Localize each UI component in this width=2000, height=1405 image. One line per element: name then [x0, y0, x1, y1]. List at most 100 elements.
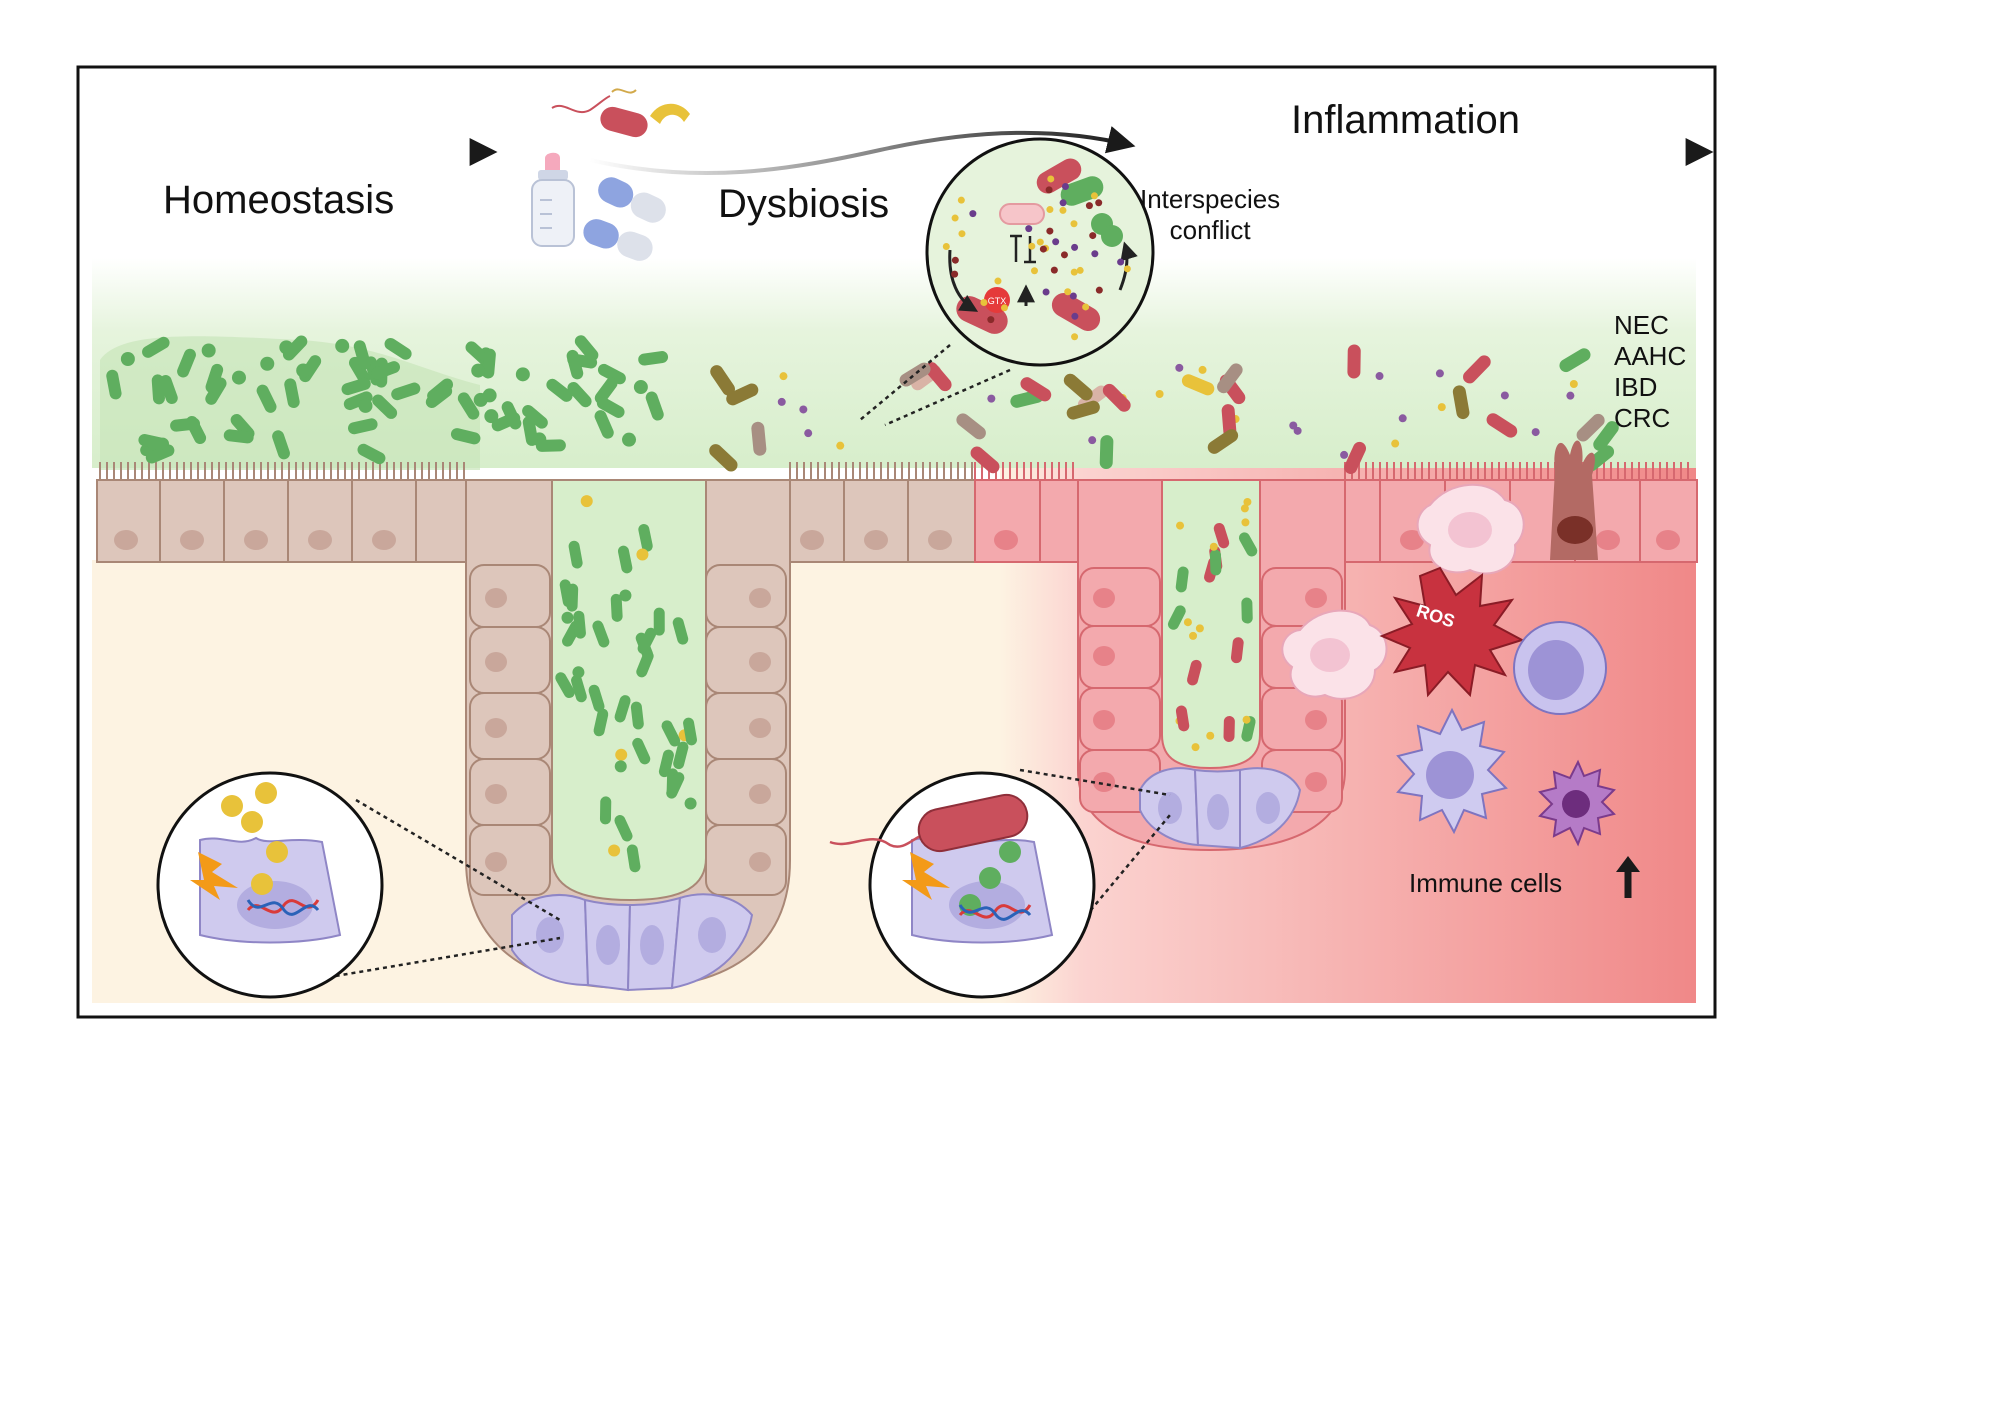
stem-cells [511, 893, 754, 992]
metabolite [951, 256, 959, 264]
metabolite [1340, 450, 1349, 459]
metabolite [561, 611, 574, 624]
disease-list: NEC AAHC IBD CRC [1614, 310, 1686, 434]
disease-aahc: AAHC [1614, 341, 1687, 371]
metabolite [1531, 428, 1540, 437]
metabolite [572, 666, 585, 679]
bacterium [284, 378, 300, 409]
immune-cell-lymphocyte [1513, 621, 1607, 715]
metabolite [1189, 631, 1198, 640]
metabolite [358, 398, 373, 413]
bacterium [1175, 705, 1190, 732]
metabolite [1155, 389, 1164, 398]
bacterium [593, 708, 609, 737]
bacterium [673, 741, 689, 770]
metabolite [1089, 232, 1097, 240]
bacterium [638, 351, 669, 366]
bacterium [614, 815, 633, 842]
disease-nec: NEC [1614, 310, 1669, 340]
metabolite [1183, 618, 1192, 627]
metabolite [1088, 436, 1097, 445]
metabolite [994, 277, 1002, 285]
disease-ibd: IBD [1614, 372, 1658, 402]
metabolite [1091, 250, 1099, 258]
metabolite [836, 441, 845, 450]
bacterium [726, 383, 759, 406]
metabolite [987, 316, 995, 324]
metabolite [1289, 421, 1298, 430]
bacterium [1207, 429, 1239, 454]
bacterium [630, 701, 644, 730]
metabolite [1437, 403, 1446, 412]
bacterium [1238, 532, 1258, 557]
metabolite [231, 370, 246, 385]
metabolite [1095, 286, 1103, 294]
bacterium [1209, 549, 1222, 576]
bacterium [348, 356, 371, 385]
bacterium [145, 444, 175, 464]
bacterium [970, 446, 1000, 474]
bacterium [1576, 413, 1605, 442]
metabolite [804, 429, 813, 438]
apoptotic-cell [1416, 483, 1525, 575]
bacterium [567, 381, 592, 408]
bacterium [1213, 522, 1230, 549]
apoptotic-cell-2 [1281, 609, 1388, 700]
bacterium [256, 384, 277, 413]
bacterium [1181, 374, 1215, 396]
metabolite [1082, 303, 1090, 311]
metabolite [1195, 624, 1204, 633]
bacterium [597, 363, 626, 385]
metabolite [1069, 292, 1077, 300]
baby-bottle-icon [531, 152, 575, 247]
metabolite [1117, 258, 1125, 266]
bacterium [1344, 441, 1367, 474]
metabolite [1059, 206, 1067, 214]
metabolite [1123, 265, 1131, 273]
bacterium [658, 749, 674, 778]
inflamed-crypt [1077, 479, 1346, 852]
metabolite [942, 242, 950, 250]
bacterium [592, 620, 610, 648]
metabolite [515, 367, 530, 382]
bacterium [1559, 348, 1591, 373]
metabolite [1036, 238, 1044, 246]
bacterium [672, 617, 689, 645]
disease-crc: CRC [1614, 403, 1671, 433]
metabolite [1050, 266, 1058, 274]
bacterium [710, 365, 735, 396]
bacterium [482, 348, 496, 379]
bacterium [588, 684, 605, 712]
necrotic-cell [1550, 440, 1598, 560]
bacterium [1486, 413, 1518, 438]
metabolite [1071, 333, 1079, 341]
lightning-icon [190, 852, 238, 900]
enterotoxin-inset-dysbiosis [829, 768, 1171, 999]
metabolite [1293, 426, 1302, 435]
metabolite [201, 343, 216, 358]
bacterium [956, 413, 986, 440]
interspecies-conflict-label: Interspecies conflict [1140, 184, 1281, 245]
bacterium [348, 418, 378, 435]
bacterium [177, 348, 196, 378]
metabolite [484, 409, 499, 424]
bacterium [384, 337, 412, 360]
up-arrow-icon [1616, 856, 1640, 898]
microvilli-brush-border [99, 462, 973, 480]
bacterium [661, 720, 681, 747]
bacterium [522, 416, 538, 446]
bacterium [1463, 355, 1491, 384]
bacterium [1099, 435, 1114, 470]
metabolite [1085, 202, 1093, 210]
bacterium [522, 404, 548, 429]
metabolite [1070, 220, 1078, 228]
bacterium [546, 378, 573, 402]
metabolite [296, 363, 311, 378]
enterotoxin-inset-homeostasis [156, 771, 561, 999]
metabolite [969, 210, 977, 218]
bacterium [594, 410, 614, 439]
bacterium [594, 377, 618, 404]
bacterium [282, 335, 308, 361]
metabolite [1241, 518, 1250, 527]
